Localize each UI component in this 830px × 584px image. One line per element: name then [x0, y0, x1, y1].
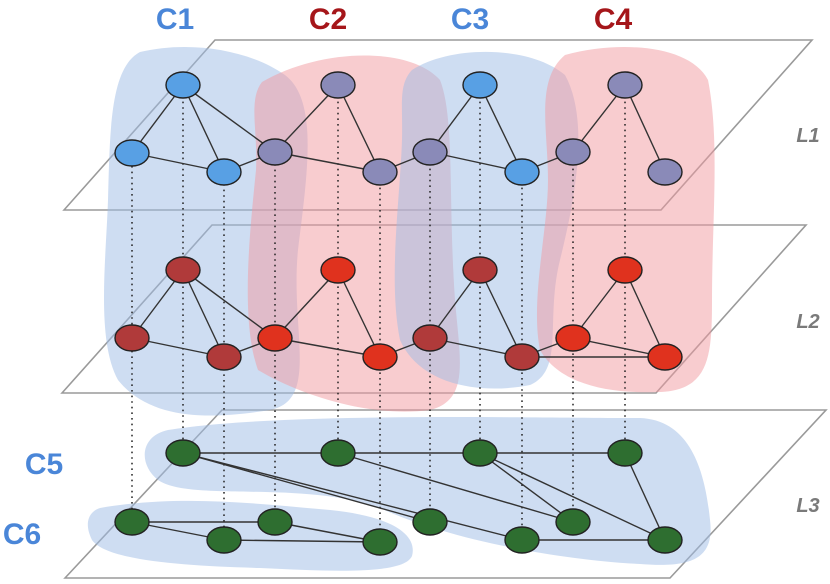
node-l2[interactable] [320, 256, 356, 284]
community-c6-region [87, 500, 413, 571]
node-l1[interactable] [647, 158, 683, 186]
node-l2[interactable] [412, 324, 448, 352]
node-l2[interactable] [647, 343, 683, 371]
node-l3[interactable] [165, 439, 201, 467]
node-l2[interactable] [114, 324, 150, 352]
community-label-c2: C2 [309, 3, 347, 36]
node-l1[interactable] [165, 71, 201, 99]
community-label-c5: C5 [25, 448, 63, 481]
node-l1[interactable] [504, 158, 540, 186]
node-l3[interactable] [462, 439, 498, 467]
layer-l3-edges [131, 452, 666, 543]
layer-l2-nodes [114, 256, 683, 371]
community-label-c3: C3 [451, 3, 489, 36]
community-c3-region [394, 51, 579, 389]
community-label-c6: C6 [3, 518, 41, 551]
community-label-c1: C1 [156, 3, 194, 36]
node-l3[interactable] [504, 526, 540, 554]
node-l3[interactable] [114, 508, 150, 536]
node-l1[interactable] [362, 158, 398, 186]
node-l3[interactable] [412, 508, 448, 536]
node-l3[interactable] [320, 439, 356, 467]
node-l3[interactable] [206, 526, 242, 554]
node-l1[interactable] [555, 138, 591, 166]
node-l1[interactable] [320, 71, 356, 99]
node-l1[interactable] [412, 138, 448, 166]
layer-label-l1: L1 [796, 125, 819, 147]
node-l3[interactable] [362, 528, 398, 556]
node-l1[interactable] [257, 138, 293, 166]
node-l3[interactable] [647, 526, 683, 554]
node-l2[interactable] [257, 324, 293, 352]
node-l2[interactable] [504, 343, 540, 371]
node-l2[interactable] [165, 256, 201, 284]
community-c4-region [536, 47, 715, 393]
node-l1[interactable] [462, 71, 498, 99]
layer-l3-nodes [114, 439, 683, 556]
layer-l1-nodes [114, 71, 683, 186]
node-l2[interactable] [362, 343, 398, 371]
node-l3[interactable] [257, 508, 293, 536]
node-l3[interactable] [555, 508, 591, 536]
node-l1[interactable] [114, 139, 150, 167]
layer-label-l3: L3 [796, 495, 819, 517]
node-l1[interactable] [607, 71, 643, 99]
node-l2[interactable] [555, 324, 591, 352]
node-l1[interactable] [206, 158, 242, 186]
community-label-c4: C4 [594, 3, 633, 36]
node-l2[interactable] [462, 256, 498, 284]
node-l3[interactable] [607, 439, 643, 467]
node-l2[interactable] [607, 256, 643, 284]
node-l2[interactable] [206, 343, 242, 371]
layer-label-l2: L2 [796, 311, 819, 333]
